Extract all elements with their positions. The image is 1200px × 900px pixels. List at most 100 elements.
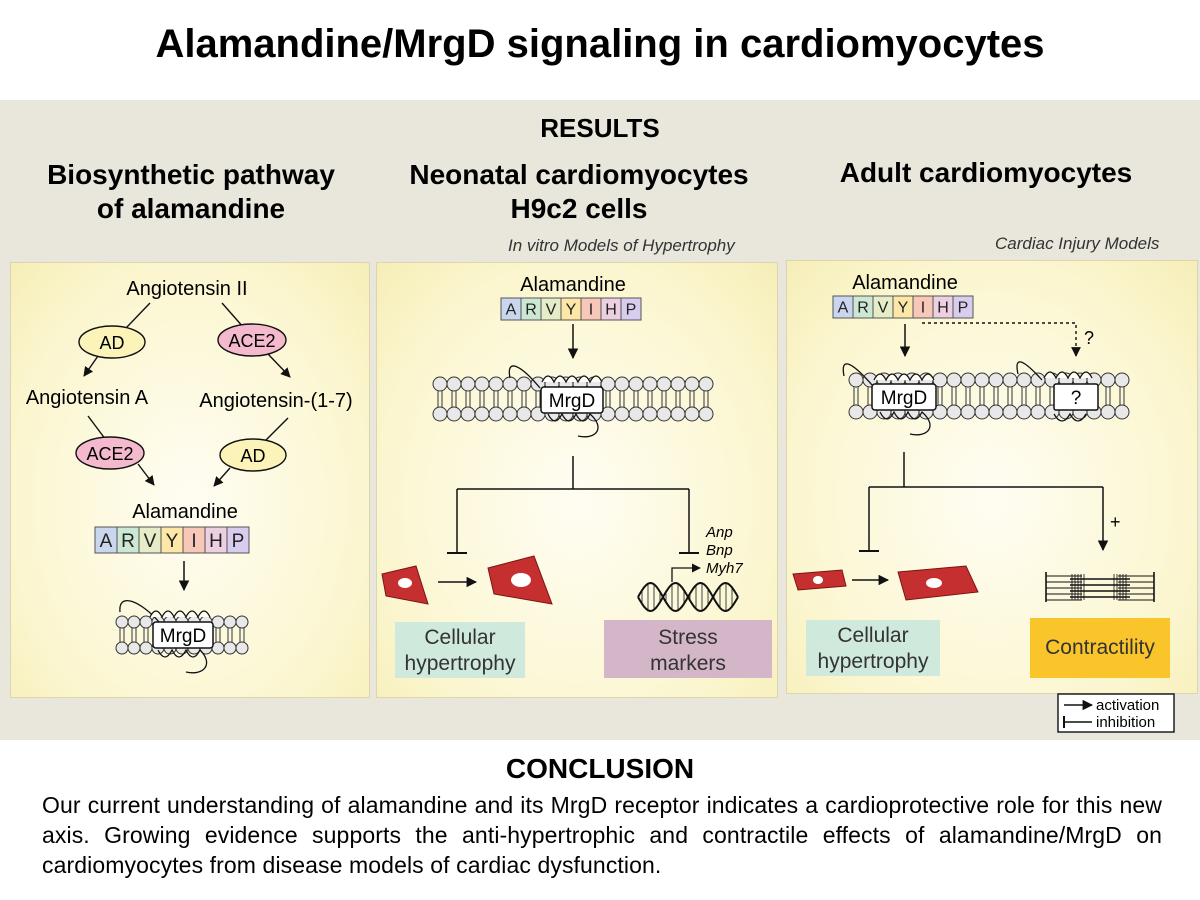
sarcomere-icon <box>1045 572 1155 602</box>
ang17-to-ad-line <box>263 417 289 443</box>
lipid-head <box>460 376 476 392</box>
mrgd-receptor-label: MrgD <box>549 391 595 412</box>
peptide-residue-label: P <box>958 300 969 317</box>
lipid-head <box>960 372 976 388</box>
lipid-head <box>474 406 490 422</box>
lipid-head <box>614 406 630 422</box>
peptide-residue-box <box>952 295 974 319</box>
lipid-head <box>848 372 864 388</box>
contractility-label: Contractility <box>1045 636 1155 659</box>
lipid-head <box>502 376 518 392</box>
cellular-hypertrophy-line2: hypertrophy <box>405 652 516 675</box>
lipid-head <box>642 406 658 422</box>
lipid-head <box>614 376 630 392</box>
lipid-head <box>988 404 1004 420</box>
cell-membrane <box>432 376 714 422</box>
lipid-head <box>115 615 129 629</box>
receptor-intracellular-loops <box>157 648 208 674</box>
alamandine-label: Alamandine <box>520 274 626 296</box>
legend-activation-label: activation <box>1096 697 1159 714</box>
figure-title: Alamandine/MrgD signaling in cardiomyocy… <box>155 22 1045 66</box>
lipid-head <box>656 406 672 422</box>
hypertrophic-cardiomyocyte-nucleus <box>511 573 531 587</box>
lipid-head <box>127 641 141 655</box>
plus-sign: + <box>1110 512 1121 532</box>
receptor-intracellular-loops <box>879 410 931 436</box>
receptor-n-terminus <box>842 363 873 386</box>
lipid-head <box>684 406 700 422</box>
column-2-subtitle: In vitro Models of Hypertrophy <box>508 236 735 255</box>
mrgd-receptor-label: MrgD <box>160 626 206 647</box>
hypertrophic-adult-cardiomyocyte-nucleus <box>926 578 942 588</box>
lipid-head <box>1002 404 1018 420</box>
lipid-head <box>446 376 462 392</box>
ad-to-angiotensin-a-arrow <box>83 355 99 377</box>
legend-inhibition-label: inhibition <box>1096 714 1155 731</box>
peptide-residue-label: Y <box>166 531 179 552</box>
lipid-head <box>974 404 990 420</box>
lipid-head <box>698 376 714 392</box>
lipid-head <box>115 641 129 655</box>
receptor-extracellular-loops <box>149 610 211 619</box>
peptide-residue-label: A <box>100 531 113 552</box>
unknown-receptor-label: ? <box>1071 388 1082 409</box>
lipid-head <box>211 641 225 655</box>
lipid-head <box>432 406 448 422</box>
lipid-head <box>1100 372 1116 388</box>
lipid-head <box>946 372 962 388</box>
lipid-head <box>488 406 504 422</box>
lipid-head <box>139 641 153 655</box>
adult-cardiomyocyte-nucleus <box>813 576 823 584</box>
peptide-residue-label: R <box>857 300 869 317</box>
lipid-head <box>460 406 476 422</box>
lipid-head <box>684 376 700 392</box>
column-3-subtitle: Cardiac Injury Models <box>995 234 1160 253</box>
cellular-hypertrophy-box <box>806 620 940 676</box>
gene-anp: Anp <box>705 524 733 541</box>
peptide-residue-label: I <box>589 302 593 319</box>
column-3-title: Adult cardiomyocytes <box>839 157 1133 188</box>
peptide-residue-label: V <box>878 300 889 317</box>
peptide-residue-label: H <box>209 531 223 552</box>
lipid-head <box>223 641 237 655</box>
alamandine-label: Alamandine <box>852 272 958 294</box>
lipid-head <box>223 615 237 629</box>
legend: activation inhibition <box>1057 693 1175 733</box>
unknown-receptor-n-terminus <box>1016 361 1043 381</box>
receptor-n-terminus <box>119 600 161 624</box>
peptide-residue-box <box>226 526 250 554</box>
lipid-head <box>1030 404 1046 420</box>
lipid-head <box>235 641 249 655</box>
lipid-head <box>656 376 672 392</box>
ad-enzyme-top <box>78 325 146 359</box>
lipid-head <box>446 406 462 422</box>
unknown-receptor-loops <box>1043 371 1093 380</box>
peptide-residue-label: H <box>605 302 617 319</box>
ace2-to-alamandine-arrow <box>137 463 155 486</box>
peptide-residue-label: I <box>191 531 196 552</box>
ad-enzyme-bottom <box>219 438 287 472</box>
lipid-head <box>1002 372 1018 388</box>
legend-box <box>1057 693 1175 733</box>
peptide-residue-label: I <box>921 300 925 317</box>
peptide-residue-label: R <box>121 531 135 552</box>
receptor-n-terminus <box>508 365 541 389</box>
receptor-extracellular-loops <box>873 373 935 382</box>
receptor-extracellular-loops <box>541 375 603 384</box>
peptide-residue-label: R <box>525 302 537 319</box>
lipid-head <box>1100 404 1116 420</box>
lipid-head <box>211 615 225 629</box>
unknown-link-label: ? <box>1084 328 1094 348</box>
lipid-head <box>1114 372 1130 388</box>
lipid-head <box>670 406 686 422</box>
lipid-head <box>628 376 644 392</box>
column-2-title-line1: Neonatal cardiomyocytes <box>409 159 749 190</box>
unknown-receptor-intracellular <box>1053 412 1087 422</box>
contractility-box <box>1030 618 1170 678</box>
lipid-head <box>502 406 518 422</box>
ad-enzyme-bottom-label: AD <box>240 446 265 466</box>
dna-helix <box>637 581 739 613</box>
